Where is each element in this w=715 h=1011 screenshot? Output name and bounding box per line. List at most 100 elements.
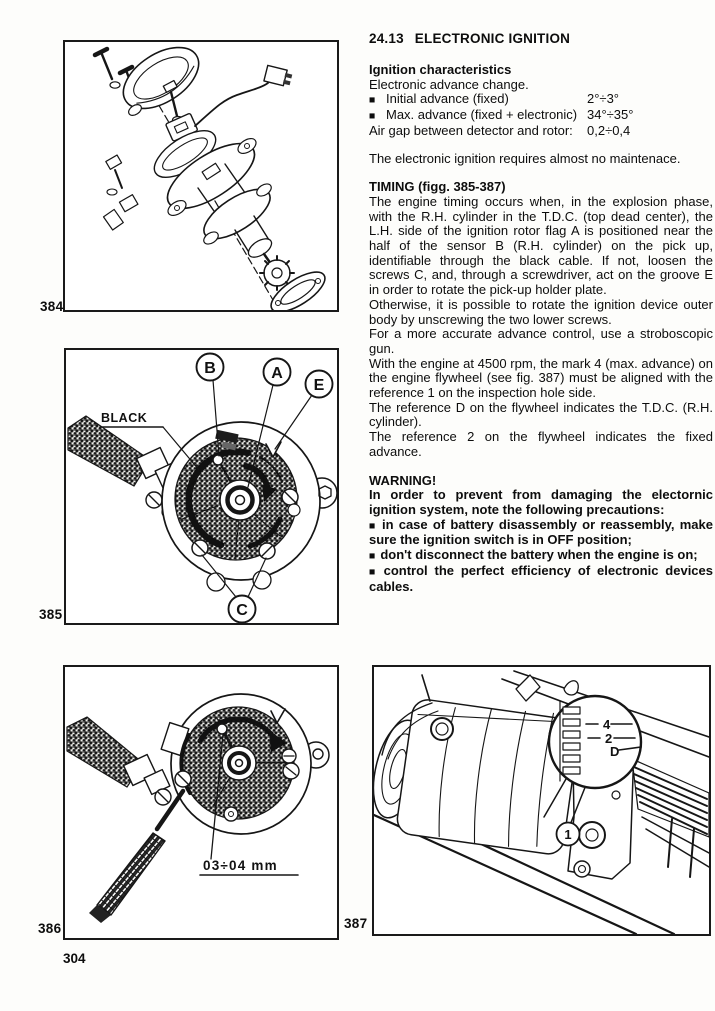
hex-hole [318, 485, 332, 500]
callout-e: E [304, 369, 334, 399]
mark-2-label: 2 [605, 731, 612, 746]
warning-item: ■don't disconnect the battery when the e… [369, 547, 698, 563]
figure-384-frame [63, 40, 339, 312]
figure-384-number: 384 [40, 299, 64, 314]
center-hub [221, 745, 257, 781]
square-bullet: ■ [369, 519, 377, 532]
sensor-cable [194, 82, 269, 127]
callout-1: 1 [555, 821, 581, 847]
rotation-arc [197, 716, 287, 752]
washer [128, 104, 142, 116]
black-timing-arc [185, 448, 252, 549]
screw-c-right [258, 542, 276, 560]
leader-e [274, 394, 313, 450]
screw-right [281, 488, 301, 517]
svg-text:03÷04 mm: 03÷04 mm [203, 858, 278, 873]
exploded-ignition-device-drawing [92, 46, 326, 310]
square-bullet: ■ [369, 110, 376, 123]
characteristics-heading: Ignition characteristics [369, 62, 512, 77]
bottom-boss [223, 806, 239, 822]
center-hub [219, 479, 261, 521]
black-cable-label: BLACK [99, 411, 200, 471]
page-number: 304 [63, 951, 86, 966]
magnifier-wedge-2 [569, 784, 587, 826]
figure-387-frame: 4 2 D 1 [372, 665, 711, 936]
inspection-hole-magnifier: 4 2 D [547, 694, 643, 790]
warning-item: ■in case of battery disassembly or reass… [369, 516, 714, 548]
svg-text:1: 1 [564, 827, 571, 842]
screws-right [281, 748, 300, 780]
leader-b [212, 379, 220, 457]
spec-row-initial-advance: ■ Initial advance (fixed) 2°÷3° [369, 92, 713, 108]
text-column: 24.13 ELECTRONIC IGNITION Ignition charac… [369, 31, 713, 594]
gap-measure-label: 03÷04 mm [199, 733, 299, 876]
ignition-device-timing-drawing: B A E C BLACK [67, 352, 337, 623]
device-body [197, 163, 273, 258]
callout-c: C [227, 594, 257, 623]
warning-intro: In order to prevent from damaging the el… [369, 487, 713, 517]
spec-label: Initial advance (fixed) [386, 91, 509, 107]
dark-arc-left [179, 733, 192, 795]
section-title: ELECTRONIC IGNITION [414, 31, 571, 46]
cable-connector [263, 64, 293, 87]
air-gap-adjustment-drawing: 03÷04 mm [66, 693, 330, 923]
notch [270, 708, 286, 724]
mark-4-label: 4 [603, 717, 611, 732]
screwdriver [89, 788, 186, 923]
maintenance-note: The electronic ignition requires almost … [369, 150, 681, 166]
timing-heading: TIMING (figg. 385-387) [369, 179, 506, 195]
timing-paragraph: The reference D on the flywheel indicate… [369, 399, 713, 430]
spec-row-max-advance: ■ Max. advance (fixed + electronic) 34°÷3… [369, 107, 713, 124]
warning-item: ■control the perfect efficiency of elect… [369, 562, 713, 594]
timing-paragraph: The engine timing occurs when, in the ex… [369, 193, 713, 298]
svg-text:B: B [204, 360, 216, 377]
lower-screw-boss-left [206, 572, 226, 592]
figure-386-number: 386 [38, 921, 62, 936]
black-cable [67, 415, 151, 487]
svg-text:A: A [271, 365, 283, 382]
callout-a: A [262, 357, 292, 387]
timing-paragraph: With the engine at 4500 rpm, the mark 4 … [369, 355, 713, 401]
square-bullet: ■ [369, 94, 376, 107]
callout-b: B [195, 352, 225, 382]
sensor-b [215, 429, 239, 451]
square-bullet: ■ [369, 550, 376, 563]
square-bullet: ■ [369, 565, 379, 578]
timing-paragraph: The reference 2 on the flywheel indicate… [369, 429, 713, 459]
ear-hole [312, 748, 324, 760]
spec-label: Air gap between detector and rotor: [369, 122, 573, 138]
section-number: 24.13 [369, 31, 404, 46]
dark-arc-lower [247, 516, 283, 549]
mark-d-label: D [610, 744, 619, 759]
spec-value: 34°÷35° [587, 107, 634, 123]
base-gasket [270, 271, 326, 310]
warning-heading: WARNING! [369, 472, 437, 488]
svg-text:C: C [236, 602, 248, 619]
spec-value: 2°÷3° [587, 91, 619, 107]
engine-flywheel-marks-drawing: 4 2 D 1 [374, 670, 709, 934]
figure-385-frame: B A E C BLACK [64, 348, 339, 625]
svg-text:BLACK: BLACK [101, 411, 147, 425]
screw-c-left [191, 539, 209, 557]
section-heading: 24.13 ELECTRONIC IGNITION [369, 31, 713, 46]
leader-c1 [201, 554, 237, 598]
timing-paragraph: Otherwise, it is possible to rotate the … [369, 296, 713, 327]
figure-387-number: 387 [344, 916, 368, 931]
svg-text:E: E [314, 377, 325, 394]
spec-label: Max. advance (fixed + electronic) [386, 107, 578, 123]
device-cover [122, 46, 200, 110]
spec-row-air-gap: Air gap between detector and rotor: 0,2÷… [369, 122, 713, 139]
cable-connector [122, 753, 172, 806]
cylinder-fins [631, 758, 709, 878]
figure-386-frame: 03÷04 mm [63, 665, 339, 940]
figure-385-number: 385 [39, 607, 63, 622]
flag-tip [212, 454, 224, 466]
magnifier-wedge-1 [543, 778, 567, 818]
filler-cap [430, 717, 454, 741]
warning-block: WARNING! In order to prevent from damagi… [369, 472, 714, 595]
rotation-arrow [243, 463, 277, 502]
screw-left [174, 770, 192, 788]
thin-arc-upper [259, 456, 283, 483]
pickup-holder-plate [153, 129, 217, 179]
timing-paragraph: For a more accurate advance control, use… [369, 326, 713, 356]
